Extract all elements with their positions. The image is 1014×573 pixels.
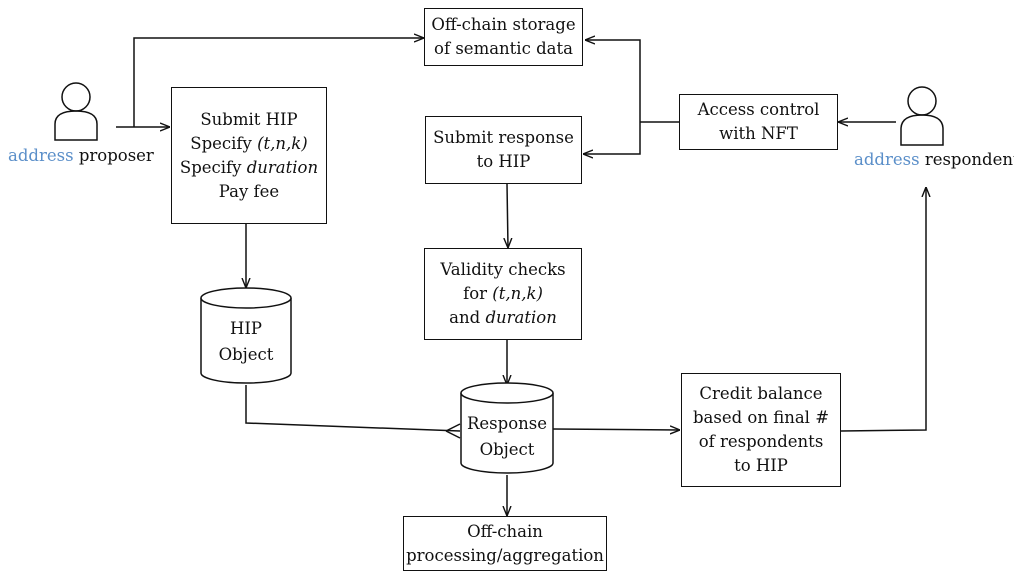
validity-checks-box: Validity checks for (t,n,k) and duration (424, 248, 582, 340)
respondent-label: address respondent (854, 149, 1014, 171)
respondent-person-icon (900, 86, 944, 146)
response-object-cylinder (460, 382, 554, 474)
arrow-submit-response-to-validity (507, 183, 508, 248)
proposer-address: address (8, 146, 74, 165)
offchain-storage-box: Off-chain storage of semantic data (424, 8, 583, 66)
crowfoot-lower (445, 430, 461, 439)
proposer-role: proposer (78, 146, 154, 165)
proposer-person-icon (54, 82, 98, 141)
proposer-label: address proposer (8, 145, 154, 167)
arrow-access-control-to-submit-response (583, 122, 641, 154)
submit-response-box: Submit response to HIP (425, 116, 582, 184)
access-control-box: Access control with NFT (679, 94, 838, 150)
crowfoot-upper (445, 423, 461, 432)
offchain-processing-box: Off-chain processing/aggregation (403, 516, 607, 571)
arrow-credit-to-respondent (840, 187, 926, 432)
hip-object-cylinder (200, 287, 292, 384)
respondent-role: respondent (924, 150, 1014, 169)
arrow-response-to-credit (552, 429, 680, 430)
line-hip-object-to-response (245, 385, 461, 432)
credit-balance-box: Credit balance based on final # of respo… (681, 373, 841, 487)
arrow-access-control-to-storage (585, 40, 641, 122)
submit-hip-box: Submit HIP Specify (t,n,k) Specify durat… (171, 87, 327, 224)
arrow-proposer-to-storage (133, 38, 424, 127)
respondent-address: address (854, 150, 920, 169)
hip-object-label: HIP Object (218, 319, 274, 364)
response-object-label: Response Object (466, 414, 547, 459)
